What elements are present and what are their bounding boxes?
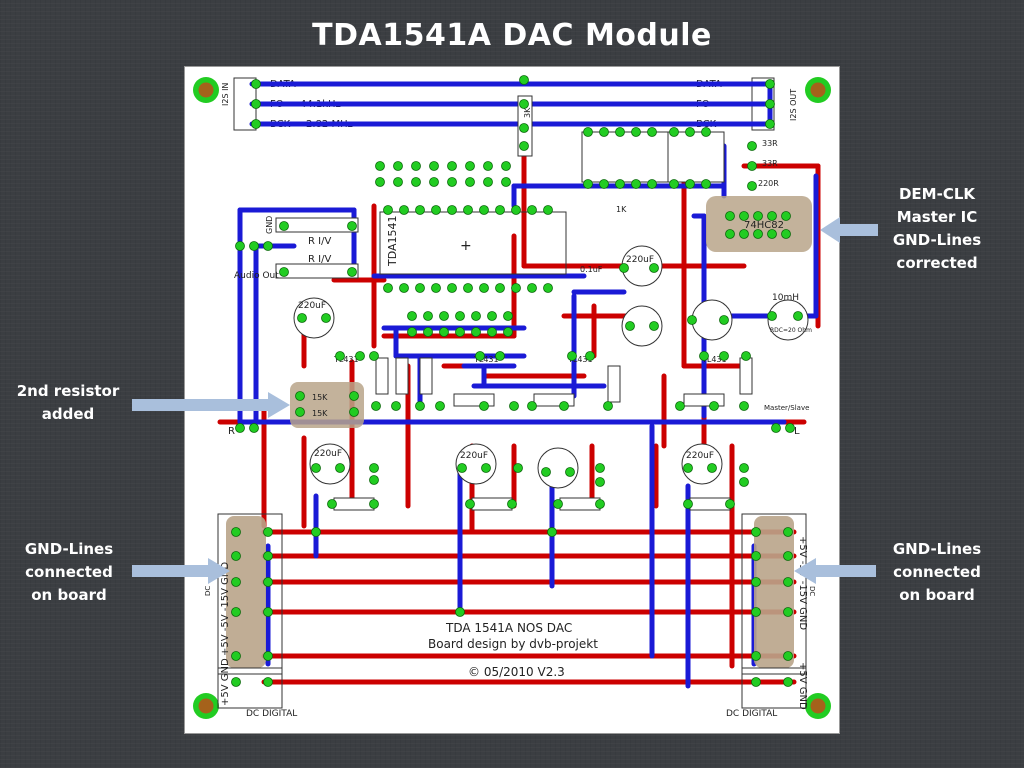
slide-title: TDA1541A DAC Module — [312, 18, 712, 53]
chip-plus: + — [460, 238, 472, 254]
annotation-gnd-left-line3: on board — [31, 586, 107, 604]
small-resistors — [333, 357, 753, 511]
tda1541-chip — [379, 211, 567, 275]
dem-chip-label: 74HC82 — [744, 220, 784, 231]
annotation-dem-clk-line4: corrected — [896, 254, 978, 272]
gnd-left-highlight — [226, 516, 266, 668]
capacitors — [293, 245, 809, 489]
resistor-highlight — [290, 382, 364, 428]
gnd5-right-label: +5V GND — [797, 662, 808, 710]
res-1k-label: 1K — [616, 205, 627, 214]
r-label: R — [228, 426, 235, 437]
footer-line2: Board design by dvb-projekt — [428, 637, 598, 651]
mounting-hole-bottom-left — [193, 693, 219, 719]
pcb-layout: I2S IN I2S OUT DATA FO 44.1kHz BCK 2.82 … — [184, 66, 840, 734]
cap-label-4: 220uF — [460, 451, 488, 461]
dc-label-left: DC — [204, 586, 212, 596]
res-33r-label-2: 33R — [762, 159, 778, 168]
l-label: L — [794, 426, 800, 437]
res-220r-label: 220R — [758, 179, 779, 188]
audio-out-label: Audio Out — [234, 271, 279, 281]
tl-label-2: TL431 — [473, 355, 499, 364]
gnd5-left-label: +5V GND — [220, 658, 231, 706]
annotation-resistor-line1: 2nd resistor — [16, 382, 120, 400]
pwr-left-label: +5V -5V -15V GND — [220, 562, 231, 656]
dc-digital-connector-left — [217, 667, 283, 709]
cap-label-5: 220uF — [686, 451, 714, 461]
annotation-resistor: 2nd resistor added — [6, 380, 130, 426]
mounting-hole-top-right — [805, 77, 831, 103]
riv-label-2: R I/V — [308, 254, 331, 265]
pcb-board: I2S IN I2S OUT DATA FO 44.1kHz BCK 2.82 … — [184, 66, 840, 734]
chip-label: TDA1541 — [386, 215, 399, 267]
arrow-left-icon — [820, 217, 878, 243]
cap-01uf-label: 0.1uF — [580, 265, 603, 274]
annotation-gnd-left-line2: connected — [25, 563, 113, 581]
annotation-gnd-right: GND-Lines connected on board — [878, 538, 996, 607]
res-15k-label-2: 15K — [312, 409, 328, 418]
arrow-left-icon — [794, 558, 876, 584]
dc-label-right: DC — [808, 586, 816, 596]
riv-resistor-1 — [275, 217, 359, 233]
annotation-gnd-right-line3: on board — [899, 586, 975, 604]
annotation-dem-clk-line2: Master IC — [896, 208, 978, 226]
power-connector-left — [217, 513, 283, 675]
arrow-right-icon — [132, 392, 290, 418]
power-connector-right — [741, 513, 807, 675]
annotation-dem-clk: DEM-CLK Master IC GND-Lines corrected — [878, 183, 996, 275]
tl-label-1: TL431 — [333, 355, 359, 364]
mounting-hole-top-left — [193, 77, 219, 103]
dc-digital-left-label: DC DIGITAL — [246, 709, 297, 719]
riv-label-1: R I/V — [308, 236, 331, 247]
i2s-in-label: I2S IN — [221, 83, 230, 106]
annotation-gnd-left-line1: GND-Lines — [24, 540, 114, 558]
dc-digital-right-label: DC DIGITAL — [726, 709, 777, 719]
cap-label-2: 220uF — [626, 255, 654, 265]
tl-label-4: TL431 — [701, 355, 727, 364]
blue-traces — [237, 81, 819, 689]
annotation-gnd-left: GND-Lines connected on board — [10, 538, 128, 607]
annotation-dem-clk-line1: DEM-CLK — [898, 185, 976, 203]
master-slave-label: Master/Slave — [764, 404, 809, 412]
tl-label-3: TL431 — [567, 355, 593, 364]
dc-digital-connector-right — [741, 667, 807, 709]
cap-label-3: 220uF — [314, 449, 342, 459]
arrow-right-icon — [132, 558, 230, 584]
riv-resistor-2 — [275, 263, 359, 279]
pwr-right-label: +5V -5V -15V GND — [797, 536, 808, 630]
cap-label-1: 220uF — [298, 301, 326, 311]
inductor-label: 10mH — [772, 293, 799, 303]
annotation-dem-clk-line3: GND-Lines — [892, 231, 982, 249]
annotation-gnd-right-line1: GND-Lines — [892, 540, 982, 558]
gnd-small-label: GND — [265, 216, 274, 234]
res-15k-label-1: 15K — [312, 393, 328, 402]
annotation-resistor-line2: added — [41, 405, 95, 423]
footer-line3: © 05/2010 V2.3 — [468, 665, 565, 679]
inductor-sub-label: RDC=20 Ohm — [770, 327, 812, 334]
res-3k-label: 3K — [523, 107, 532, 118]
annotation-gnd-right-line2: connected — [893, 563, 981, 581]
i2s-out-label: I2S OUT — [789, 89, 798, 121]
gnd-right-highlight — [754, 516, 794, 668]
res-33r-label-1: 33R — [762, 139, 778, 148]
resistor-array-top — [517, 95, 725, 183]
footer-line1: TDA 1541A NOS DAC — [445, 621, 572, 635]
